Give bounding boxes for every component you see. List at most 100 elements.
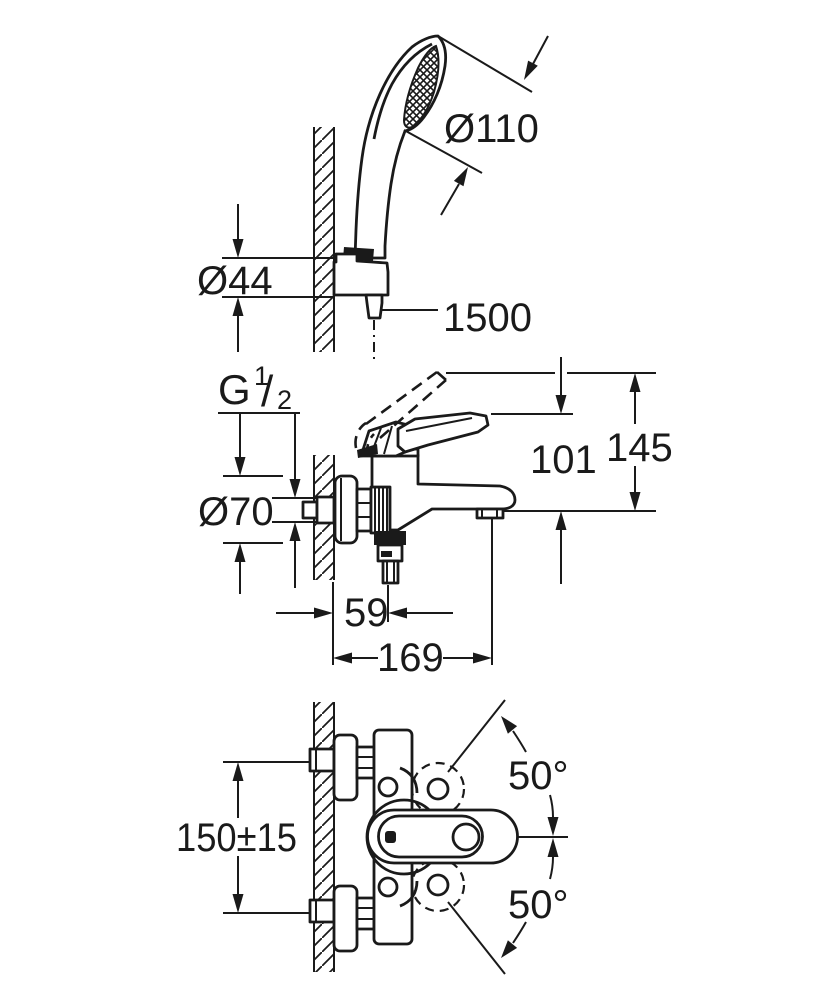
thread-ext-lines — [272, 497, 316, 523]
hose-union-mark — [381, 551, 392, 557]
hand-shower-view: Ø110 Ø44 1500 — [197, 34, 549, 360]
screw-hole-upper — [377, 776, 399, 798]
lever-open-dashed — [354, 370, 447, 457]
supply-stub-upper — [308, 747, 336, 773]
arrowhead-right — [473, 652, 492, 664]
dim-connection-spacing: 150±15 — [176, 761, 310, 914]
knurl-ribs — [374, 487, 388, 533]
arrowhead-bottom — [629, 492, 641, 511]
ext-line-upper — [437, 35, 533, 93]
arrowhead-top — [232, 239, 244, 258]
arrowhead-on-line — [501, 940, 518, 958]
dim-swivel-angle-upper: 50° — [447, 699, 569, 836]
escutcheon-lower — [332, 884, 359, 953]
label-spout-reach: 169 — [377, 636, 444, 680]
arrowhead-on-centerline — [547, 817, 559, 836]
hose-port-upper — [426, 777, 450, 801]
elbow-arc-lower — [399, 880, 419, 908]
open-lever-top-edge — [365, 370, 438, 426]
open-lever-tip — [436, 371, 447, 381]
open-cap-edge-2 — [365, 433, 375, 457]
arrowhead-lower — [453, 167, 468, 187]
arrowhead-top — [629, 373, 641, 392]
dim-total-height: 145 — [606, 373, 673, 511]
wall-hatch-top — [314, 127, 334, 352]
label-rosette-diameter: Ø70 — [198, 490, 274, 534]
dim-hose-length: 1500 — [382, 296, 532, 340]
arrowhead-left — [333, 652, 352, 664]
thread-sup: 1 — [254, 361, 269, 391]
arrow-shaft-upper — [532, 35, 549, 65]
rosette-escutcheon — [333, 474, 359, 545]
dim-holder-diameter: Ø44 — [197, 204, 335, 352]
arrowhead-upper — [524, 60, 538, 80]
open-lever-bottom-edge — [379, 379, 447, 439]
arrow-shaft-lower — [440, 183, 460, 216]
label-thread: G 1 / 2 — [218, 361, 292, 416]
label-connection-spacing: 150±15 — [176, 816, 297, 860]
arrowhead-left — [314, 607, 333, 619]
mixer-body-and-spout — [370, 453, 517, 532]
union-nut-facets — [357, 502, 371, 518]
dim-thread: G 1 / 2 — [218, 361, 316, 588]
ext-line-lower — [403, 129, 483, 174]
ext-lines — [223, 475, 283, 544]
hose-nipple — [364, 293, 384, 320]
elbow-arc-upper — [399, 766, 419, 794]
arc-lower-segment — [512, 921, 527, 944]
lever-end-circle — [451, 822, 481, 852]
mixer-front-view: 150±15 50° 50° — [176, 699, 569, 975]
label-holder-diameter: Ø44 — [197, 259, 273, 303]
arc-upper-segment — [549, 856, 554, 880]
label-spout-height: 101 — [530, 438, 597, 482]
arrowhead-right — [388, 607, 407, 619]
aerator — [475, 507, 505, 520]
dim-spout-reach: 169 — [333, 519, 493, 680]
dim-rosette-diameter: Ø70 — [198, 413, 283, 594]
aerator-lines — [481, 509, 498, 518]
angle-line — [447, 901, 506, 975]
arrowhead-on-line — [501, 716, 518, 734]
wall-lines-top — [313, 127, 335, 352]
hand-shower-seam — [372, 42, 433, 140]
ext-lines — [223, 761, 310, 914]
arc-lower-segment — [549, 794, 554, 818]
dim-swivel-angle-lower: 50° — [447, 838, 569, 975]
arrowhead-bottom — [232, 297, 244, 316]
ext-lines — [222, 257, 335, 298]
arrowhead-bottom — [234, 543, 246, 562]
arrowhead-top — [232, 762, 244, 781]
label-swivel-angle-lower: 50° — [508, 883, 569, 927]
hose-position-ring-upper — [410, 761, 466, 817]
hose-outlet-tube — [381, 559, 400, 585]
dim-hose-offset: 59 — [276, 582, 453, 665]
supply-pipe — [315, 495, 336, 525]
arc-upper-segment — [512, 730, 527, 753]
hose-port-lower — [426, 873, 450, 897]
thread-g: G — [218, 366, 251, 413]
nut-lower — [355, 896, 376, 931]
arrowhead-bottom — [555, 511, 567, 530]
arrowhead-bottom — [232, 894, 244, 913]
arrowhead-on-centerline — [547, 838, 559, 857]
nut-upper — [355, 745, 376, 780]
wall-hatch-bottom — [314, 702, 334, 972]
open-cap-edge-1 — [354, 421, 367, 449]
thread-slash: / — [261, 367, 274, 416]
nut-upper-facets — [357, 756, 374, 769]
angle-line — [447, 699, 506, 773]
label-hose-length: 1500 — [443, 296, 532, 340]
nut-lower-facets — [357, 907, 374, 920]
lever-closed — [396, 411, 490, 454]
arrowhead-top — [234, 457, 246, 476]
dim-head-diameter: Ø110 — [403, 35, 549, 216]
supply-stub-lower — [308, 898, 336, 924]
lever-top-line — [405, 417, 473, 432]
escutcheon-upper — [332, 733, 359, 802]
dim-spout-height: 101 — [530, 357, 597, 584]
wall-sections — [313, 127, 335, 972]
thread-sub: 2 — [277, 385, 292, 415]
wall-holder-bracket — [332, 252, 390, 297]
